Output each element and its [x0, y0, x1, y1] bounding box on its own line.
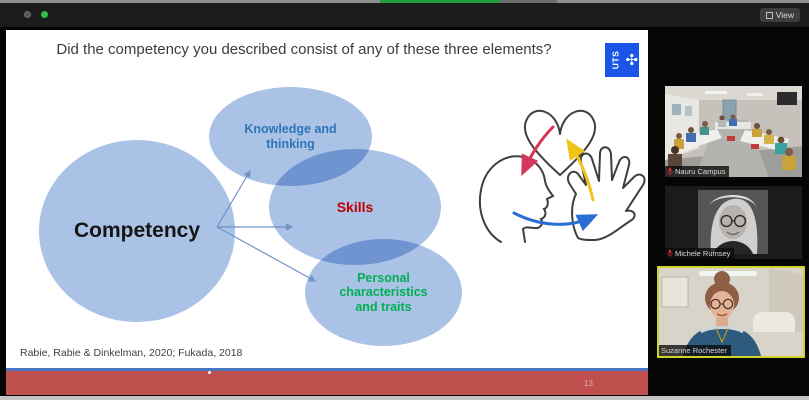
- heart-to-head-arrow: [521, 125, 555, 177]
- slide-footer-bar: 13: [6, 371, 648, 395]
- participant-name: Nauru Campus: [675, 167, 726, 176]
- meeting-main-area: Did the competency you described consist…: [0, 28, 809, 396]
- speaker-video-feed: [659, 268, 803, 356]
- uts-emblem-icon: ✣: [625, 51, 639, 69]
- participant-name: Michele Rumsey: [675, 249, 731, 258]
- view-button[interactable]: View: [759, 8, 800, 22]
- view-button-label: View: [775, 10, 794, 20]
- classroom-video-feed: [665, 86, 802, 177]
- participant-tile-suzanne-rochester-active[interactable]: Suzanne Rochester: [657, 266, 805, 358]
- personal-ellipse: Personal characteristics and traits: [305, 239, 462, 346]
- bottom-screen-strip: [0, 396, 809, 400]
- participant-tile-michele-rumsey[interactable]: Michele Rumsey: [665, 186, 802, 259]
- participant-name-tag: Nauru Campus: [665, 166, 730, 177]
- heart-outline: [523, 109, 597, 176]
- uts-logo: UTS ✣: [605, 43, 639, 77]
- head-to-hand-arrow: [512, 211, 599, 232]
- window-zoom-button[interactable]: [41, 11, 48, 18]
- shared-slide: Did the competency you described consist…: [6, 30, 648, 395]
- participant-tile-nauru-campus[interactable]: Nauru Campus: [665, 86, 802, 177]
- muted-mic-icon: [667, 249, 673, 258]
- competency-circle: Competency: [39, 140, 235, 322]
- skills-label: Skills: [336, 198, 374, 215]
- participant-name-tag: Michele Rumsey: [665, 248, 735, 259]
- presenter-cursor-dot: [208, 371, 211, 374]
- grid-view-icon: [765, 11, 773, 19]
- participant-name-tag: Suzanne Rochester: [659, 345, 731, 356]
- head-outline: [479, 155, 555, 243]
- participant-name: Suzanne Rochester: [661, 346, 727, 355]
- screen-share-indicator: [380, 0, 500, 3]
- window-close-button[interactable]: [24, 11, 31, 18]
- slide-title: Did the competency you described consist…: [56, 41, 552, 58]
- top-menu-strip: [0, 0, 809, 3]
- participants-panel: Nauru Campus: [655, 28, 809, 396]
- head-heart-hand-sketch: [479, 109, 646, 243]
- slide-citation: Rabie, Rabie & Dinkelman, 2020; Fukada, …: [20, 347, 243, 359]
- hand-to-heart-arrow: [566, 138, 595, 202]
- competency-label: Competency: [73, 219, 201, 242]
- hand-outline: [567, 146, 646, 241]
- muted-mic-icon: [667, 167, 673, 176]
- knowledge-label: Knowledge and thinking: [244, 122, 337, 151]
- slide-page-number: 13: [584, 379, 593, 388]
- avatar-photo: [665, 186, 802, 259]
- menu-strip-segment: [500, 0, 557, 3]
- uts-logo-text: UTS: [610, 50, 621, 70]
- personal-label: Personal characteristics and traits: [339, 270, 428, 314]
- slide-footer-line: [6, 368, 648, 371]
- window-titlebar: View: [0, 3, 809, 28]
